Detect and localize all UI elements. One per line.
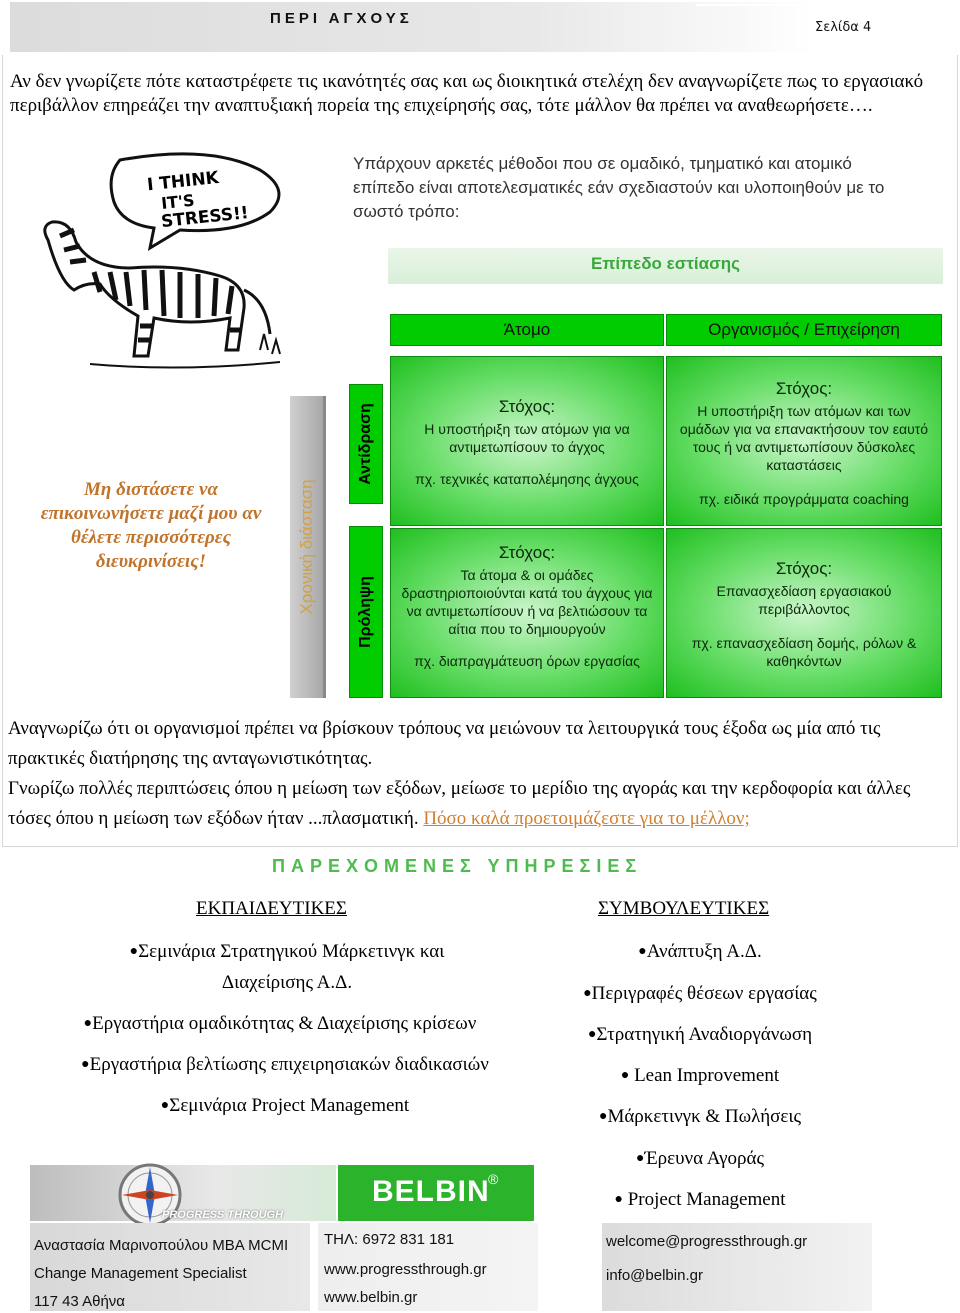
training-title: ΕΚΠΑΙΔΕΥΤΙΚΕΣ — [196, 898, 347, 919]
consulting-item-text: Στρατηγική Αναδιοργάνωση — [596, 1024, 813, 1045]
bullet-icon: ● — [83, 1016, 93, 1031]
matrix-cell-reaction-individual: Στόχος: Η υποστήριξη των ατόμων για να α… — [390, 356, 664, 526]
contact-role: Change Management Specialist — [34, 1265, 247, 1282]
belbin-logo: BELBIN ® — [338, 1165, 534, 1221]
focus-level-label: Επίπεδο εστίασης — [388, 248, 943, 284]
cell-example: πχ. επανασχεδίαση δομής, ρόλων & καθηκόν… — [691, 635, 917, 669]
summary-text: Αναγνωρίζω ότι οι οργανισμοί πρέπει να β… — [8, 714, 948, 834]
consulting-item-text: Ανάπτυξη Α.Δ. — [646, 941, 762, 962]
zebra-cartoon: I THINK IT'S STRESS!! — [30, 150, 310, 380]
bullet-icon: ● — [160, 1098, 170, 1113]
registered-mark: ® — [488, 1171, 499, 1187]
contact-phone: ΤΗΛ: 6972 831 181 — [324, 1231, 455, 1248]
training-item-text: Διαχείρισης Α.Δ. — [221, 972, 353, 993]
belbin-wordmark: BELBIN — [372, 1175, 490, 1208]
matrix-cell-prevention-organization: Στόχος: Επανασχεδίαση εργασιακού περιβάλ… — [666, 528, 942, 698]
cell-example: πχ. ειδικά προγράμματα coaching — [699, 491, 909, 507]
training-item: ●Σεμινάρια Στρατηγικού Μάρκετινγκ και — [112, 936, 462, 967]
consulting-item: ● Lean Improvement — [580, 1060, 820, 1091]
email-welcome[interactable]: welcome@progressthrough.gr — [606, 1233, 808, 1250]
header-bar — [10, 2, 958, 52]
cell-example: πχ. διαπραγμάτευση όρων εργασίας — [414, 653, 640, 669]
bullet-icon: ● — [620, 1068, 630, 1083]
row-label-prevention-text: Πρόληψη — [357, 576, 374, 648]
consulting-item-text: Έρευνα Αγοράς — [644, 1148, 765, 1169]
training-item: ●Σεμινάρια Project Management — [120, 1090, 450, 1121]
website-belbin[interactable]: www.belbin.gr — [324, 1289, 418, 1306]
contact-email-block: welcome@progressthrough.gr info@belbin.g… — [602, 1223, 872, 1311]
speech-text-2: IT'S — [160, 191, 195, 213]
consulting-item: ●Ανάπτυξη Α.Δ. — [580, 936, 820, 967]
page-number: Σελίδα 4 — [815, 20, 872, 35]
training-item-continued: Διαχείρισης Α.Δ. — [112, 967, 462, 998]
matrix-cell-prevention-individual: Στόχος: Τα άτομα & οι ομάδες δραστηριοπο… — [390, 528, 664, 698]
bullet-icon: ● — [598, 1109, 608, 1124]
header-divider — [696, 4, 822, 6]
contact-person-block: Αναστασία Μαρινοπούλου MBA MCMI Change M… — [30, 1223, 310, 1311]
training-item: ●Εργαστήρια βελτίωσης επιχειρησιακών δια… — [50, 1049, 520, 1080]
column-header-individual: Άτομο — [390, 314, 664, 346]
cell-description: Η υποστήριξη των ατόμων και των ομάδων γ… — [679, 403, 929, 473]
intro-paragraph: Αν δεν γνωρίζετε πότε καταστρέφετε τις ι… — [10, 71, 924, 116]
email-info[interactable]: info@belbin.gr — [606, 1267, 703, 1284]
consulting-item: ●Περιγραφές θέσεων εργασίας — [560, 978, 840, 1009]
cell-description: Η υποστήριξη των ατόμων για να αντιμετωπ… — [424, 421, 630, 455]
contact-name: Αναστασία Μαρινοπούλου MBA MCMI — [34, 1237, 289, 1254]
content-panel — [2, 55, 958, 847]
website-progressthrough[interactable]: www.progressthrough.gr — [324, 1261, 487, 1278]
contact-web-block: ΤΗΛ: 6972 831 181 www.progressthrough.gr… — [318, 1223, 538, 1311]
consulting-item-text: Μάρκετινγκ & Πωλήσεις — [607, 1106, 801, 1127]
compass-icon — [118, 1163, 182, 1227]
row-label-reaction: Αντίδραση — [349, 384, 383, 504]
column-header-organization: Οργανισμός / Επιχείρηση — [666, 314, 942, 346]
training-item-text: Σεμινάρια Στρατηγικού Μάρκετινγκ και — [138, 941, 445, 962]
page-title: ΠΕΡΙ ΑΓΧΟΥΣ — [270, 10, 413, 27]
consulting-title: ΣΥΜΒΟΥΛΕΥΤΙΚΕΣ — [598, 898, 770, 919]
bullet-icon: ● — [614, 1192, 623, 1207]
bullet-icon: ● — [587, 1027, 597, 1042]
consulting-item-text: Lean Improvement — [634, 1065, 780, 1086]
cell-goal: Στόχος: — [498, 543, 556, 562]
bullet-icon: ● — [638, 944, 647, 959]
zebra-illustration: I THINK IT'S STRESS!! — [43, 152, 281, 369]
methods-paragraph: Υπάρχουν αρκετές μέθοδοι που σε ομαδικό,… — [353, 154, 885, 221]
contact-invitation: Μη διστάσετε να επικοινωνήσετε μαζί μου … — [40, 479, 262, 572]
cell-goal: Στόχος: — [775, 379, 833, 398]
consulting-item: ●Στρατηγική Αναδιοργάνωση — [560, 1019, 840, 1050]
summary-paragraph-1: Αναγνωρίζω ότι οι οργανισμοί πρέπει να β… — [8, 718, 881, 769]
consulting-item-text: Περιγραφές θέσεων εργασίας — [591, 983, 817, 1004]
summary-paragraph-2-text: Γνωρίζω πολλές περιπτώσεις όπου η μείωση… — [8, 778, 911, 829]
cell-goal: Στόχος: — [775, 559, 833, 578]
services-title: ΠΑΡΕΧΟΜΕΝΕΣ ΥΠΗΡΕΣΙΕΣ — [272, 856, 643, 876]
row-label-prevention: Πρόληψη — [349, 526, 383, 698]
consulting-item: ●Μάρκετινγκ & Πωλήσεις — [570, 1101, 830, 1132]
consulting-item: ●Έρευνα Αγοράς — [590, 1143, 810, 1174]
summary-paragraph-2: Γνωρίζω πολλές περιπτώσεις όπου η μείωση… — [8, 774, 948, 834]
logo-text: PROGRESS THROUGH — [162, 1209, 284, 1221]
training-item-text: Εργαστήρια ομαδικότητας & Διαχείρισης κρ… — [92, 1013, 477, 1034]
consulting-item-text: Project Management — [627, 1189, 786, 1210]
matrix-cell-reaction-organization: Στόχος: Η υποστήριξη των ατόμων και των … — [666, 356, 942, 526]
row-label-reaction-text: Αντίδραση — [357, 403, 374, 485]
consulting-item: ● Project Management — [580, 1184, 820, 1215]
time-dimension-text: Χρονική διάσταση — [296, 479, 316, 615]
cell-example: πχ. τεχνικές καταπολέμησης άγχους — [415, 471, 639, 487]
bullet-icon: ● — [635, 1151, 645, 1166]
contact-address: 117 43 Αθήνα — [34, 1293, 125, 1310]
time-dimension-label: Χρονική διάσταση — [290, 396, 326, 698]
training-item-text: Σεμινάρια Project Management — [169, 1095, 410, 1116]
cell-description: Τα άτομα & οι ομάδες δραστηριοποιούνται … — [401, 567, 653, 637]
future-link[interactable]: Πόσο καλά προετοιμάζεστε για το μέλλον; — [423, 808, 750, 829]
cell-goal: Στόχος: — [498, 397, 556, 416]
cell-description: Επανασχεδίαση εργασιακού περιβάλλοντος — [716, 583, 892, 617]
bullet-icon: ● — [129, 944, 139, 959]
training-item: ●Εργαστήρια ομαδικότητας & Διαχείρισης κ… — [60, 1008, 500, 1039]
bullet-icon: ● — [583, 986, 592, 1001]
progress-through-logo: PROGRESS THROUGH — [30, 1163, 336, 1227]
training-item-text: Εργαστήρια βελτίωσης επιχειρησιακών διαδ… — [89, 1054, 489, 1075]
bullet-icon: ● — [81, 1057, 90, 1072]
